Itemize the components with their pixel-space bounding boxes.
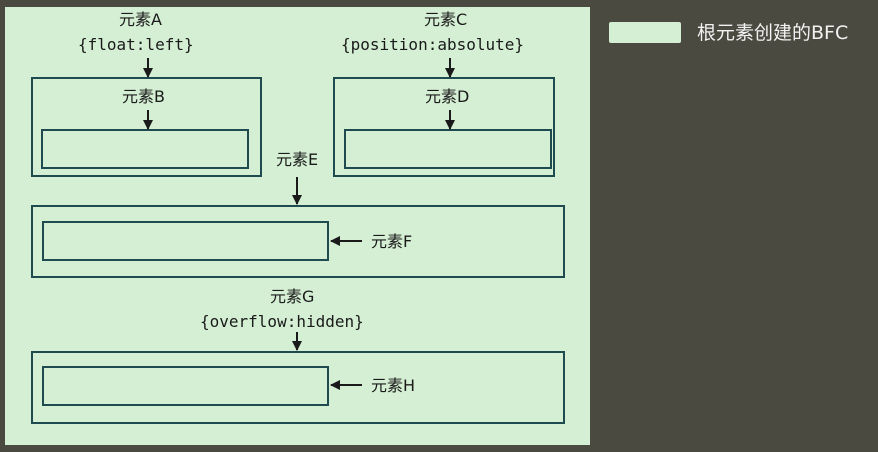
element-b-label: 元素B (122, 87, 165, 106)
element-h-box (42, 366, 329, 406)
legend-swatch (609, 22, 681, 43)
element-e-label: 元素E (276, 150, 319, 169)
element-a-label: 元素A (119, 10, 162, 29)
element-d-inner-box (344, 129, 552, 169)
element-f-label: 元素F (371, 232, 413, 251)
element-g-box (31, 351, 565, 424)
legend-label: 根元素创建的BFC (697, 22, 849, 44)
element-b-inner-box (41, 129, 249, 169)
root-bfc-area: 元素A {float:left} 元素B 元素C {position:absol… (5, 7, 590, 445)
element-f-box (42, 221, 329, 261)
element-c-style: {position:absolute} (341, 35, 525, 54)
element-h-label: 元素H (371, 376, 416, 395)
element-a-style: {float:left} (78, 35, 194, 54)
arrows-layer (143, 58, 455, 390)
element-c-label: 元素C (424, 10, 468, 29)
element-d-label: 元素D (425, 87, 470, 106)
element-e-box (31, 205, 565, 278)
element-g-label: 元素G (270, 287, 315, 306)
element-d-box (333, 77, 555, 177)
element-g-style: {overflow:hidden} (200, 312, 364, 331)
element-b-box (31, 77, 262, 177)
